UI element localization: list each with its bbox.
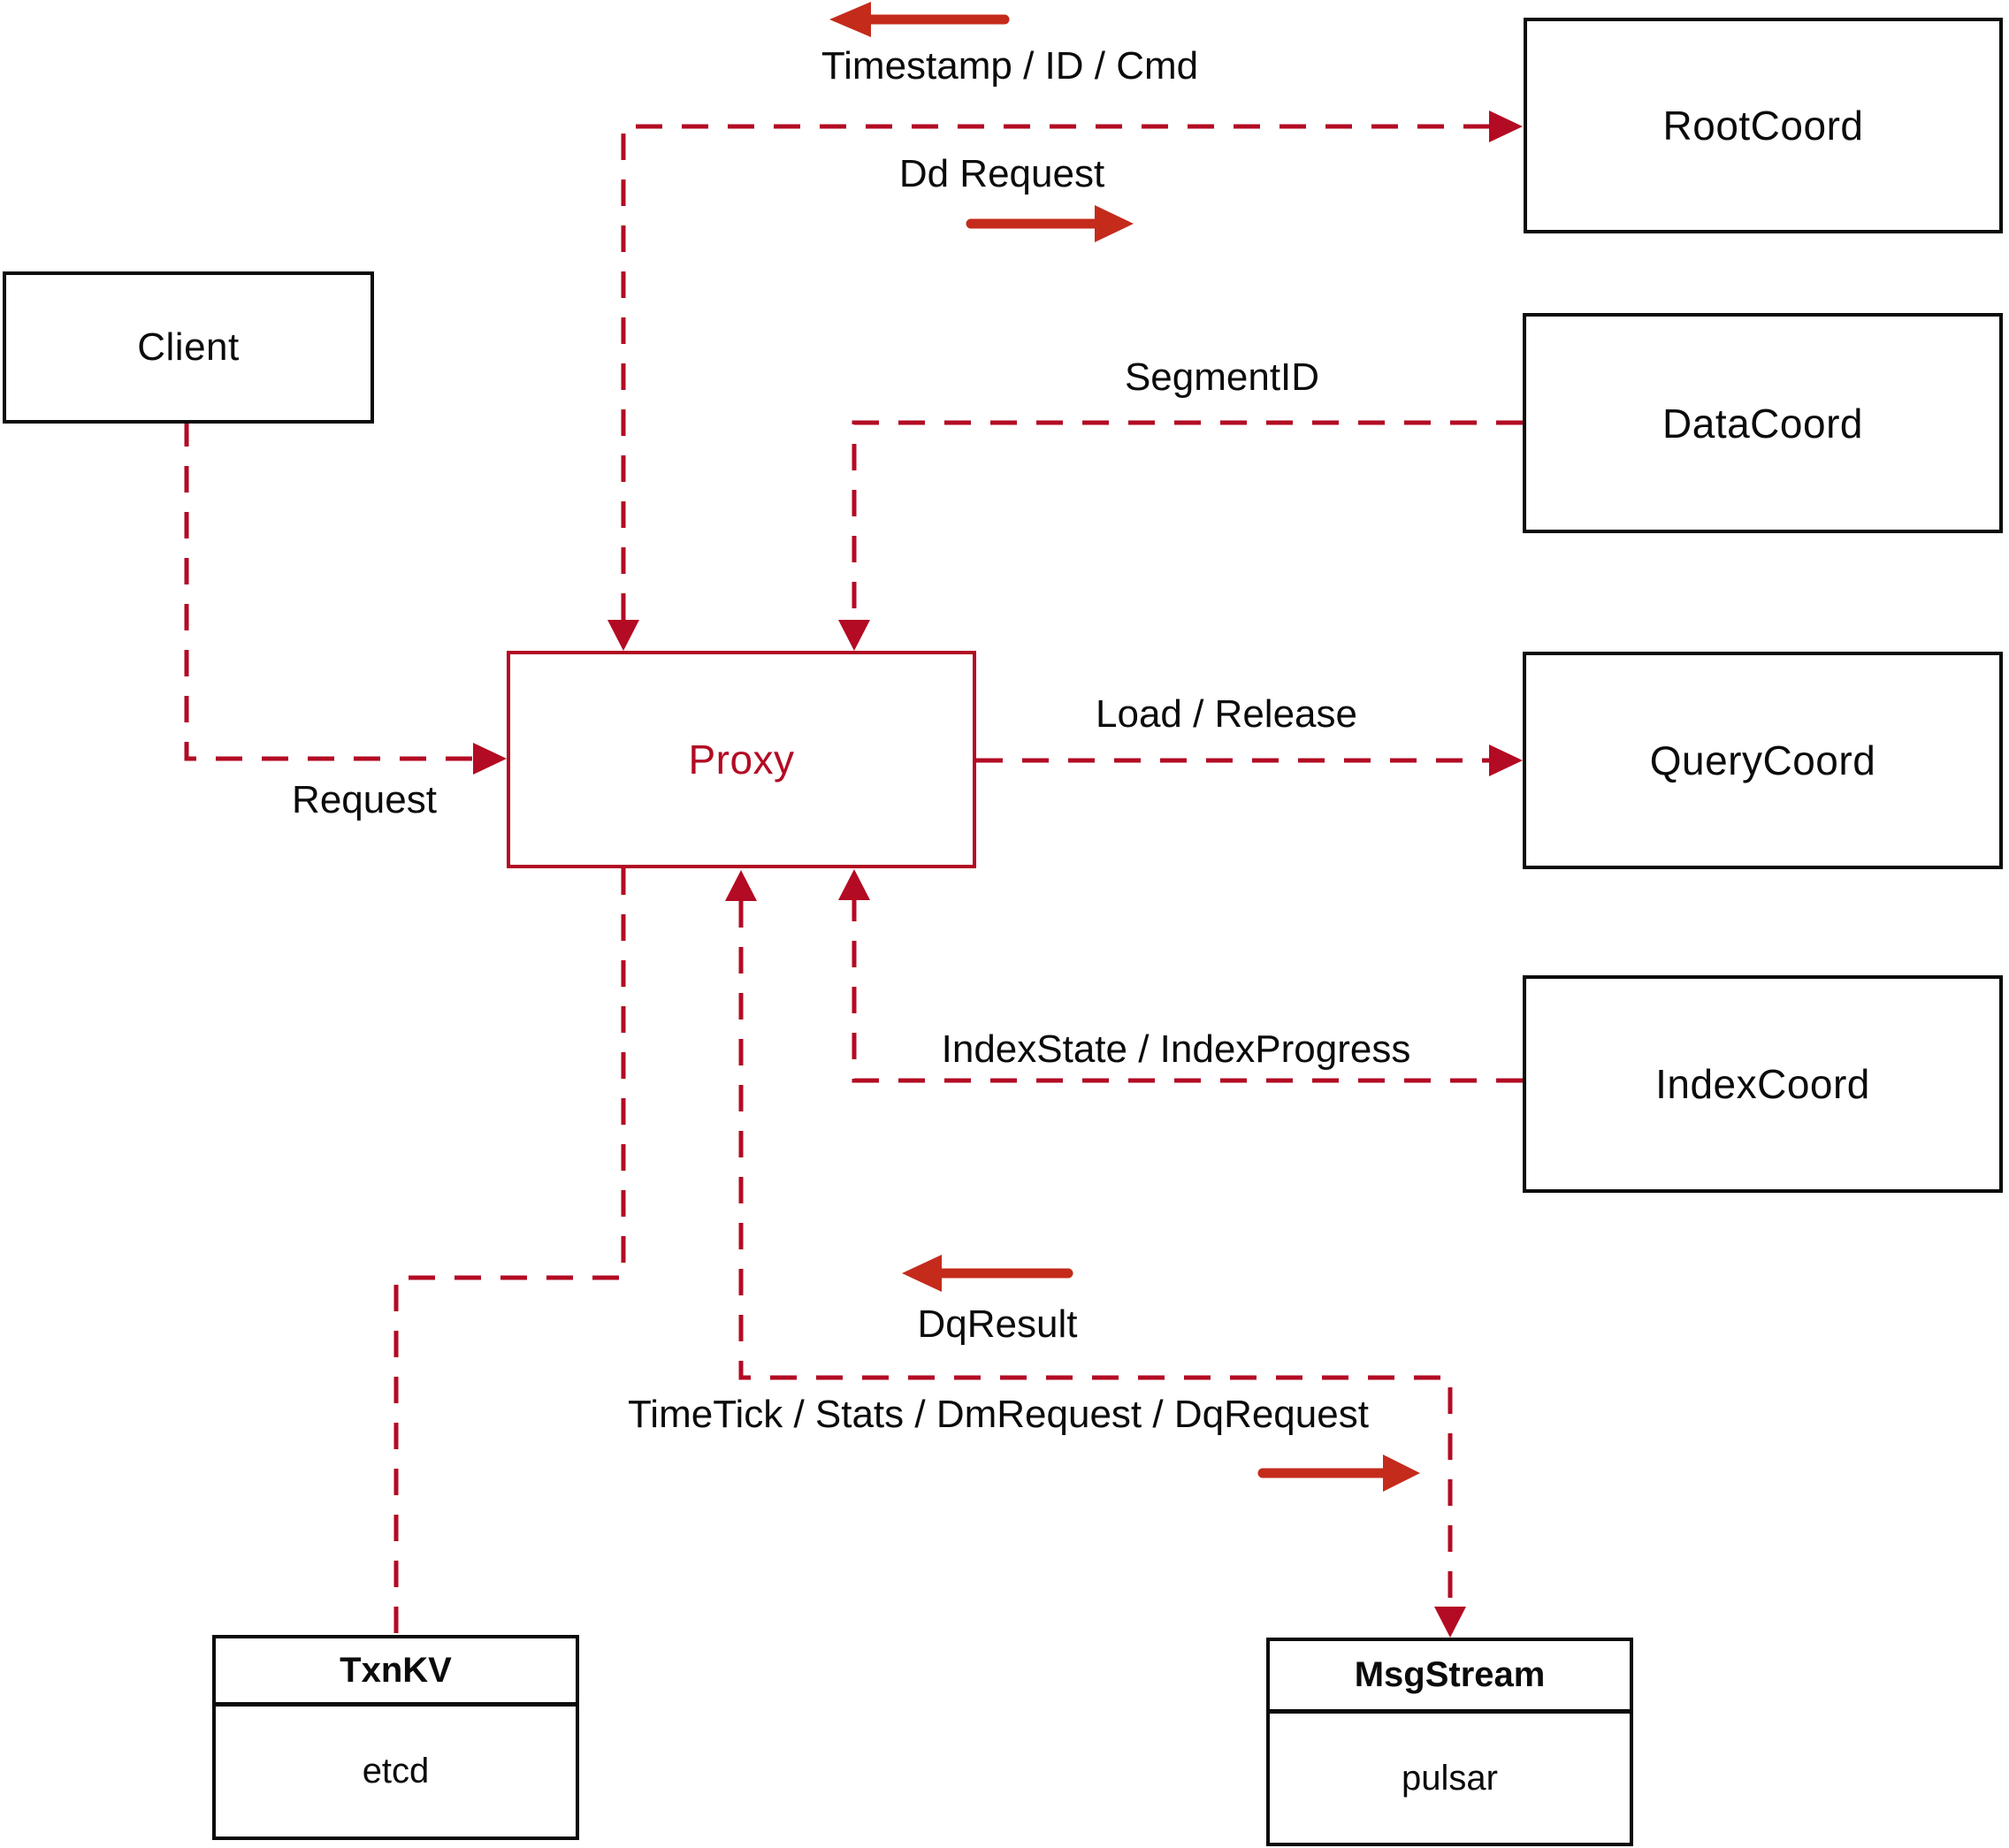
edge-datacoord-proxy: [838, 420, 1523, 651]
edge-proxy-msgstream: [725, 870, 1466, 1638]
direction-arrow-left-icon: [902, 1255, 1073, 1292]
proxy-label: Proxy: [688, 737, 795, 783]
edge-label-segment-id: SegmentID: [1124, 355, 1320, 399]
txnkv-title: TxnKV: [216, 1638, 576, 1707]
msgstream-title: MsgStream: [1270, 1641, 1630, 1714]
edge-label-index-state: IndexState / IndexProgress: [941, 1027, 1411, 1071]
direction-arrow-right-icon: [966, 205, 1134, 242]
edge-label-timestamp: Timestamp / ID / Cmd: [821, 44, 1199, 88]
edge-client-proxy: [184, 420, 507, 775]
client-label: Client: [137, 325, 240, 369]
edge-proxy-querycoord: [976, 745, 1523, 776]
txnkv-node: TxnKV etcd: [212, 1635, 579, 1840]
msgstream-impl: pulsar: [1402, 1758, 1498, 1798]
edge-label-dq-result: DqResult: [917, 1302, 1078, 1346]
direction-arrow-right-icon: [1257, 1455, 1420, 1492]
edge-proxy-rootcoord: [607, 111, 1523, 651]
edge-indexcoord-proxy: [838, 869, 1523, 1083]
edge-label-request: Request: [292, 778, 437, 821]
querycoord-node: QueryCoord: [1523, 652, 2003, 869]
rootcoord-node: RootCoord: [1524, 18, 2003, 233]
rootcoord-label: RootCoord: [1662, 103, 1864, 149]
edge-label-time-tick: TimeTick / Stats / DmRequest / DqRequest: [628, 1393, 1369, 1436]
msgstream-node: MsgStream pulsar: [1266, 1638, 1633, 1846]
datacoord-label: DataCoord: [1662, 400, 1863, 447]
querycoord-label: QueryCoord: [1649, 737, 1876, 783]
edge-proxy-txnkv: [393, 868, 626, 1635]
edge-label-load-release: Load / Release: [1096, 692, 1357, 736]
txnkv-impl: etcd: [362, 1752, 430, 1791]
direction-arrow-left-icon: [829, 2, 1010, 37]
datacoord-node: DataCoord: [1523, 313, 2003, 533]
edge-label-dd-request: Dd Request: [898, 152, 1105, 195]
indexcoord-node: IndexCoord: [1523, 975, 2003, 1193]
proxy-node: Proxy: [507, 651, 976, 868]
indexcoord-label: IndexCoord: [1655, 1061, 1870, 1107]
client-node: Client: [3, 271, 374, 424]
